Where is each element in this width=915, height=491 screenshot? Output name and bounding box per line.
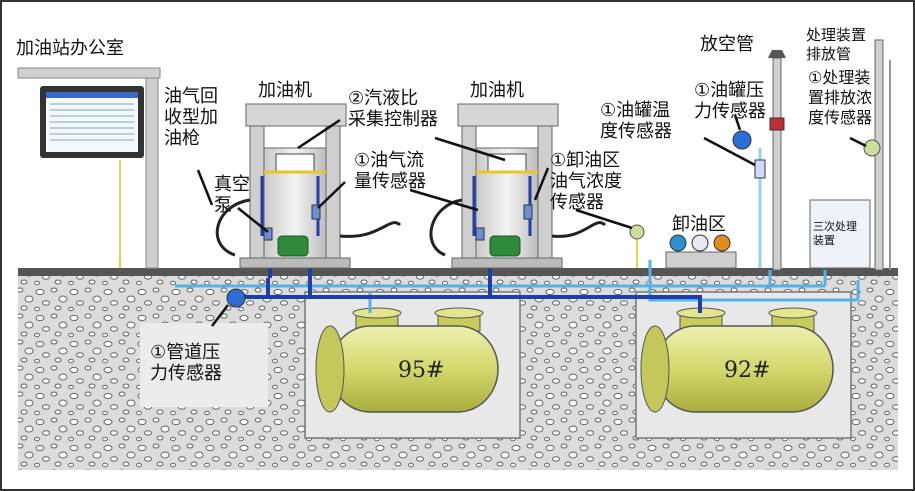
pipe-pressure-line-1: ①管道压 — [150, 342, 221, 363]
tank-temp-label: ①油罐温 度传感器 — [600, 100, 672, 142]
pipe-pressure-label-area — [140, 323, 268, 407]
treatment-vent-line-2: 排放管 — [806, 45, 852, 63]
leader-lines — [196, 114, 867, 327]
flow-sensor-line-1: ①油气流 — [354, 150, 425, 171]
pipe-dark-blue — [240, 255, 702, 313]
unload-conc-line-2: 油气浓度 — [550, 171, 622, 192]
treatment-conc-label: ①处理装 置排放浓 度传感器 — [808, 68, 872, 128]
unload-area — [629, 224, 737, 269]
treatment-conc-line-3: 度传感器 — [808, 108, 873, 127]
dispenser-2-label: 加油机 — [470, 80, 524, 101]
collector-line-2: 采集控制器 — [348, 109, 438, 130]
pipe-light-blue — [175, 260, 860, 313]
dispenser-2 — [429, 103, 607, 269]
tank-pressure-line-1: ①油罐压 — [694, 80, 765, 101]
vent-pipe-label: 放空管 — [700, 34, 754, 55]
pipe-pressure-label: ①管道压 力传感器 — [150, 342, 222, 384]
tank-pressure-line-2: 力传感器 — [694, 101, 766, 122]
dispenser-1-label: 加油机 — [258, 80, 312, 101]
treatment-conc-line-2: 置排放浓 — [808, 88, 873, 107]
unload-conc-label: ①卸油区 油气浓度 传感器 — [550, 150, 622, 213]
unload-area-label: 卸油区 — [672, 214, 726, 235]
treatment-conc-line-1: ①处理装 — [808, 68, 871, 87]
treatment-vent-line-1: 处理装置 — [806, 26, 867, 44]
tank-temp-line-1: ①油罐温 — [600, 100, 671, 121]
office-building — [17, 67, 161, 269]
unload-conc-line-1: ①卸油区 — [550, 150, 621, 171]
office-label: 加油站办公室 — [16, 38, 124, 59]
pipe-pressure-line-2: 力传感器 — [150, 363, 222, 384]
third-treatment-label: 三次处理 装置 — [813, 220, 857, 248]
third-treatment-line-1: 三次处理 — [813, 220, 857, 233]
vapor-nozzle-line-3: 油枪 — [164, 128, 200, 149]
third-treatment-line-2: 装置 — [813, 234, 835, 247]
flow-sensor-line-2: 量传感器 — [354, 171, 426, 192]
vent-pipe — [732, 50, 786, 271]
collector-label: ②汽液比 采集控制器 — [348, 88, 438, 130]
tank-92-label: 92# — [724, 358, 770, 383]
pipe-pressure-sensor — [226, 288, 246, 308]
tank-92 — [640, 307, 834, 413]
vacuum-pump-line-2: 泵 — [214, 195, 232, 216]
vacuum-pump-label: 真空 泵 — [214, 174, 250, 216]
tank-95-label: 95# — [398, 358, 444, 383]
ground-surface — [18, 268, 898, 276]
vapor-nozzle-line-1: 油气回 — [164, 86, 218, 107]
unload-conc-line-3: 传感器 — [550, 192, 604, 213]
vacuum-pump-line-1: 真空 — [214, 174, 250, 195]
treatment-vent-label: 处理装置 排放管 — [806, 26, 866, 64]
tank-temp-line-2: 度传感器 — [600, 121, 672, 142]
flow-sensor-label: ①油气流 量传感器 — [354, 150, 426, 192]
vapor-nozzle-label: 油气回 收型加 油枪 — [164, 86, 218, 149]
tank-pressure-label: ①油罐压 力传感器 — [694, 80, 766, 122]
third-treatment-unit — [809, 39, 891, 271]
tank-95 — [315, 307, 499, 413]
vapor-nozzle-line-2: 收型加 — [164, 107, 218, 128]
collector-line-1: ②汽液比 — [348, 88, 419, 109]
